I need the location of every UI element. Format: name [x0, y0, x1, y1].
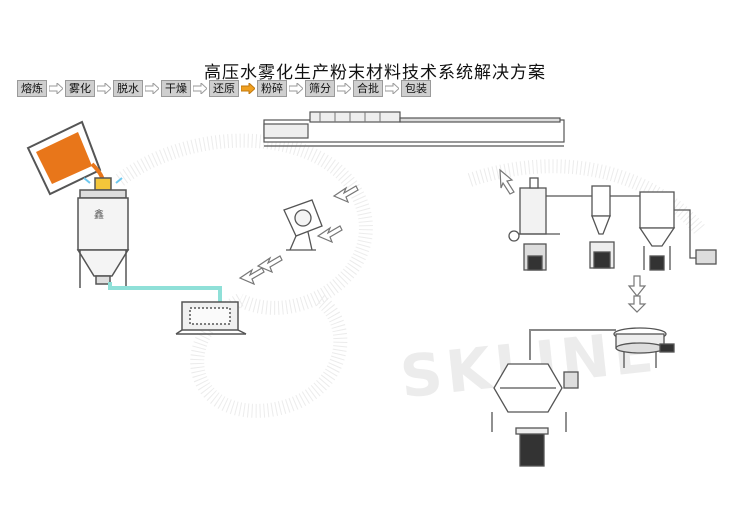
- arrow-icon: [385, 82, 399, 94]
- cyclone-separator: [546, 185, 640, 269]
- slurry-pipe: [108, 282, 222, 302]
- step-5: 还原: [209, 79, 257, 97]
- reduction-furnace: [263, 111, 565, 147]
- arrow-icon: [145, 82, 159, 94]
- step-8: 合批: [353, 79, 401, 97]
- transfer-pipe: [529, 329, 616, 360]
- step-2: 雾化: [65, 79, 113, 97]
- step-label: 脱水: [113, 79, 143, 97]
- step-label: 雾化: [65, 79, 95, 97]
- step-label: 粉碎: [257, 79, 287, 97]
- step-label: 包装: [401, 79, 431, 97]
- background-swirl: [115, 133, 706, 418]
- flow-arrows: [238, 168, 647, 313]
- step-7: 筛分: [305, 79, 353, 97]
- arrow-icon: [289, 82, 303, 94]
- step-label: 筛分: [305, 79, 335, 97]
- arrow-icon: [49, 82, 63, 94]
- step-1: 熔炼: [17, 79, 65, 97]
- blender: [491, 363, 579, 467]
- crusher: [283, 199, 323, 251]
- svg-text:鑫: 鑫: [94, 208, 104, 221]
- step-label: 合批: [353, 79, 383, 97]
- step-9: 包装: [401, 79, 431, 97]
- arrow-icon: [337, 82, 351, 94]
- arrow-icon: [193, 82, 207, 94]
- step-label: 还原: [209, 79, 239, 97]
- page-title: 高压水雾化生产粉末材料技术系统解决方案: [204, 63, 546, 83]
- step-label: 熔炼: [17, 79, 47, 97]
- step-label: 干燥: [161, 79, 191, 97]
- step-6: 粉碎: [257, 79, 305, 97]
- step-3: 脱水: [113, 79, 161, 97]
- melting-ladle: [26, 120, 106, 196]
- milling-unit: [508, 177, 560, 271]
- dewatering-tank: [175, 301, 247, 335]
- step-4: 干燥: [161, 79, 209, 97]
- arrow-icon-highlight: [241, 82, 255, 94]
- atomization-tower: 鑫: [76, 177, 130, 288]
- sifter: [613, 327, 675, 368]
- arrow-icon: [97, 82, 111, 94]
- process-steps: 熔炼 雾化 脱水 干燥 还原 粉碎 筛分 合批 包装: [17, 79, 431, 97]
- bag-filter: [638, 191, 717, 271]
